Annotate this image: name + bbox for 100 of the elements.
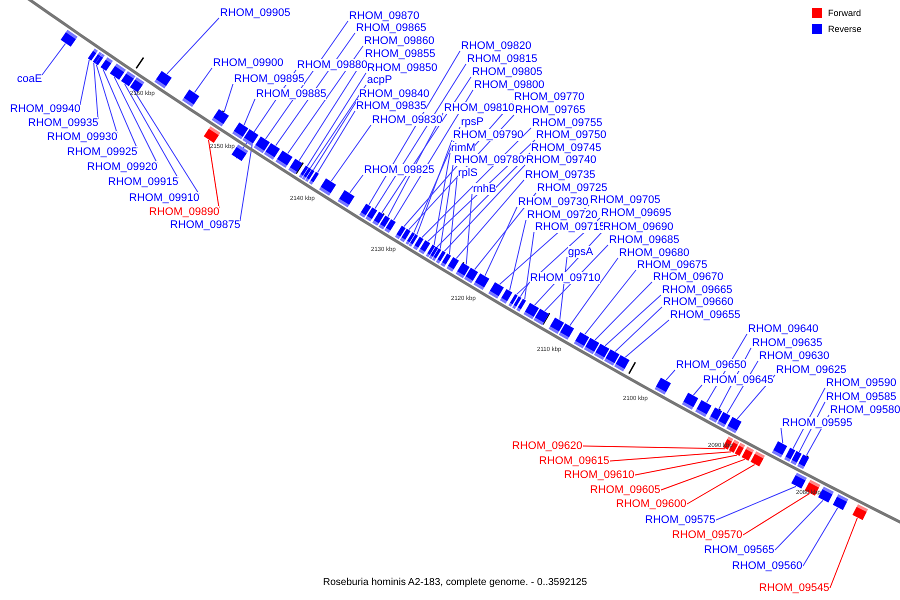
gene-label: RHOM_09650 [676, 359, 746, 371]
leader-line [686, 464, 756, 504]
gene-label: RHOM_09765 [515, 104, 586, 116]
gene-label: RHOM_09805 [472, 66, 542, 78]
gene-block [384, 219, 396, 233]
gene-label: RHOM_09690 [603, 221, 674, 233]
leader-line [133, 90, 200, 194]
gene-label: RHOM_09745 [531, 142, 602, 154]
gene-label: RHOM_09570 [672, 529, 742, 541]
leader-line [466, 194, 472, 265]
gene-label: RHOM_09715 [535, 221, 606, 233]
gene-label: RHOM_09790 [453, 129, 524, 141]
leader-line [444, 164, 526, 252]
gene-block [154, 71, 172, 88]
gene-label: RHOM_09695 [601, 207, 672, 219]
gene-label: RHOM_09900 [213, 57, 284, 69]
gene-label: rplS [458, 167, 478, 179]
gene-block [734, 442, 746, 456]
gene-label: RHOM_09565 [704, 544, 774, 556]
gene-block [338, 190, 354, 208]
gene-label: RHOM_09615 [539, 455, 610, 467]
gene-block [558, 323, 574, 340]
gene-label: RHOM_09730 [518, 196, 588, 208]
leader-line [660, 458, 746, 490]
leader-line [434, 152, 450, 246]
gene-label: RHOM_09725 [537, 182, 608, 194]
gene-label: RHOM_09860 [364, 35, 434, 47]
gene-label: RHOM_09940 [10, 103, 80, 115]
leader-line [594, 282, 652, 340]
caption: Roseburia hominis A2-183, complete genome. - 0..3592125 [323, 577, 588, 589]
gene-label: RHOM_09685 [609, 234, 680, 246]
gene-block [797, 454, 810, 470]
leader-line [166, 18, 220, 74]
gene-block [110, 64, 126, 80]
leader-line [780, 428, 784, 444]
gene-label: RHOM_09595 [782, 417, 852, 429]
leader-line [624, 320, 670, 358]
leader-line [244, 98, 256, 126]
leader-line [569, 258, 618, 326]
gene-label: gpsA [568, 246, 594, 258]
gene-label: RHOM_09610 [564, 469, 634, 481]
leader-line [421, 128, 532, 238]
leader-line [634, 454, 738, 476]
gene-block [614, 355, 630, 372]
leader-line [802, 507, 838, 566]
leader-line [716, 486, 797, 520]
gene-label: RHOM_09655 [670, 309, 740, 321]
leader-line [604, 294, 662, 346]
gene-label: RHOM_09755 [532, 117, 602, 129]
gene-label: RHOM_09630 [759, 350, 830, 362]
gene-block [516, 298, 526, 312]
gene-label: RHOM_09560 [732, 560, 802, 572]
gene-block [276, 150, 292, 168]
leader-line [774, 500, 824, 550]
gene-label: RHOM_09780 [454, 154, 524, 166]
leader-line [484, 206, 518, 276]
gene-block [682, 392, 698, 410]
leader-line [93, 62, 98, 120]
gene-label: RHOM_09705 [590, 194, 660, 206]
gene-block [726, 417, 742, 434]
gene-label: RHOM_09855 [365, 48, 436, 60]
leader-line [330, 124, 372, 182]
gene-label: RHOM_09720 [527, 209, 598, 221]
gene-label: RHOM_09810 [444, 102, 514, 114]
gene-label: RHOM_09770 [514, 91, 584, 103]
gene-block [654, 378, 671, 395]
leader-line [584, 270, 636, 335]
leader-line [349, 174, 364, 194]
gene-label: RHOM_09915 [108, 176, 178, 188]
gene-block [446, 257, 459, 272]
gene-block [742, 446, 754, 461]
gene-label: RHOM_09885 [256, 88, 326, 100]
gene-label: rpsP [461, 116, 484, 128]
gene-block [464, 268, 478, 284]
gene-label: RHOM_09660 [663, 296, 734, 308]
leader-line [306, 72, 366, 166]
gene-block [264, 143, 280, 160]
gene-block [60, 30, 78, 47]
gene-block [717, 412, 730, 428]
leader-line [287, 46, 364, 154]
leader-line [413, 126, 460, 234]
leader-line [312, 98, 358, 170]
gene-label: RHOM_09920 [87, 161, 158, 173]
gene-block [832, 494, 848, 510]
gene-label: RHOM_09635 [752, 337, 822, 349]
leader-line [194, 68, 212, 93]
gene-block [791, 472, 807, 488]
leader-line [614, 306, 662, 352]
legend-text: Reverse [828, 23, 862, 35]
gene-label: RHOM_09680 [619, 247, 690, 259]
leader-line [96, 64, 118, 134]
gene-label: RHOM_09840 [359, 88, 430, 100]
leader-line [317, 110, 356, 173]
gene-label: RHOM_09930 [47, 131, 118, 143]
gene-label: RHOM_09910 [129, 192, 200, 204]
gene-block [242, 129, 258, 146]
gene-label: RHOM_09605 [590, 484, 660, 496]
leader-line [440, 164, 454, 250]
gene-block [750, 451, 765, 466]
gene-label: RHOM_09575 [645, 514, 716, 526]
